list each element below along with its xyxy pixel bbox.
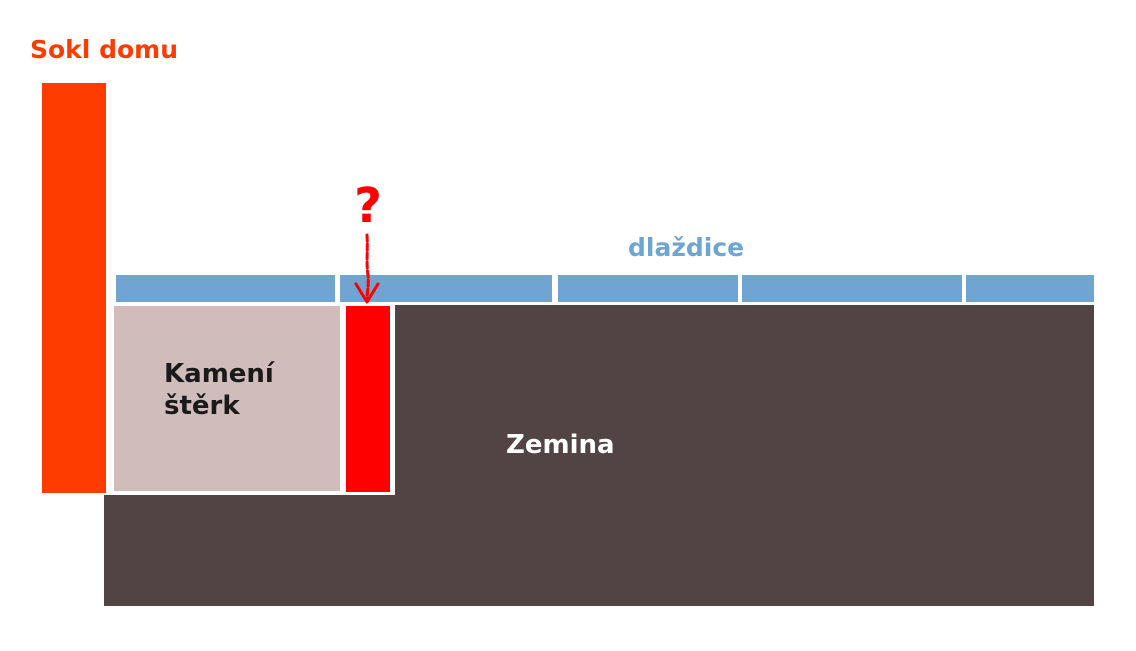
- soil-label: Zemina: [506, 430, 615, 460]
- question-mark: ?: [354, 178, 382, 234]
- tile: [966, 275, 1094, 302]
- tile: [116, 275, 335, 302]
- tiles-row: [116, 275, 1094, 302]
- tile: [558, 275, 738, 302]
- house-plinth: [42, 83, 106, 493]
- tiles-label: dlaždice: [628, 233, 744, 262]
- tile: [340, 275, 552, 302]
- gravel-label-line2: štěrk: [164, 391, 240, 421]
- edging-element: [346, 306, 390, 492]
- arrow-down-icon: [354, 233, 380, 304]
- gravel-block: [114, 306, 340, 491]
- tile: [742, 275, 962, 302]
- soil-area: [104, 305, 1094, 606]
- plinth-label: Sokl domu: [30, 35, 178, 64]
- gravel-label-line1: Kamení: [164, 359, 276, 389]
